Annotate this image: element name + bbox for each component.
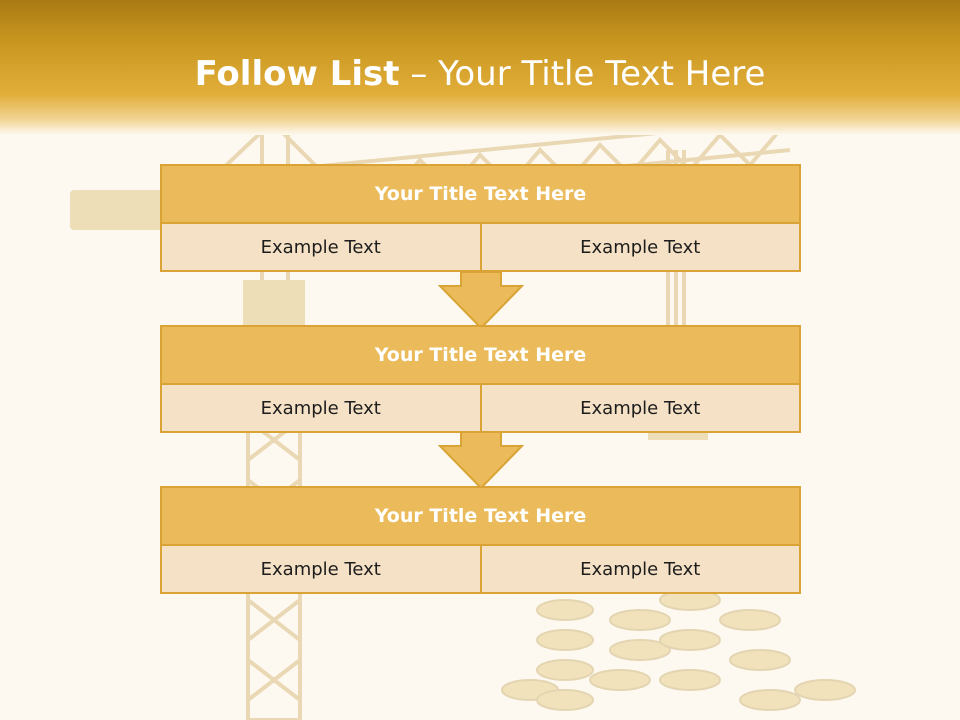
step-cell-left: Example Text: [260, 236, 381, 258]
step-title: Your Title Text Here: [162, 488, 799, 546]
step-cell-right: Example Text: [479, 385, 800, 431]
step-cell-right: Example Text: [479, 546, 800, 592]
step-row: Example Text Example Text: [162, 385, 799, 431]
step-cell-right: Example Text: [479, 224, 800, 270]
slide-title-subtitle: – Your Title Text Here: [399, 54, 766, 94]
step-title: Your Title Text Here: [162, 327, 799, 385]
slide-title: Follow List – Your Title Text Here: [0, 54, 960, 94]
step-row: Example Text Example Text: [162, 224, 799, 270]
step-box-1: Your Title Text Here Example Text Exampl…: [160, 164, 801, 272]
step-cell-left: Example Text: [260, 558, 381, 580]
step-box-3: Your Title Text Here Example Text Exampl…: [160, 486, 801, 594]
slide-title-main: Follow List: [194, 54, 400, 94]
step-cell-left: Example Text: [260, 397, 381, 419]
down-arrow-icon: [438, 432, 524, 490]
step-title: Your Title Text Here: [162, 166, 799, 224]
step-box-2: Your Title Text Here Example Text Exampl…: [160, 325, 801, 433]
step-row: Example Text Example Text: [162, 546, 799, 592]
down-arrow-icon: [438, 272, 524, 330]
header-banner: [0, 0, 960, 135]
